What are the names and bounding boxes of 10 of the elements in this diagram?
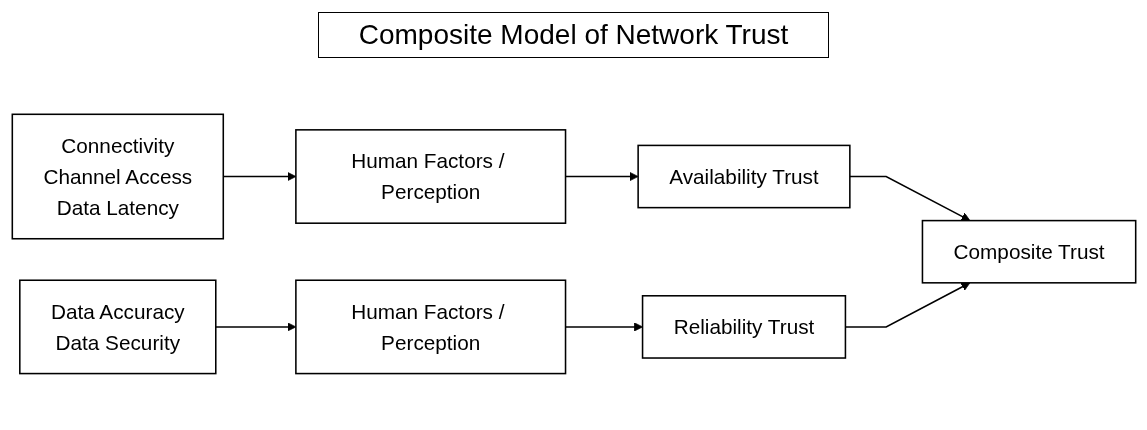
- node-box: Availability Trust: [636, 144, 851, 209]
- arrow: [844, 282, 970, 328]
- node-box: Reliability Trust: [641, 295, 846, 359]
- title: Composite Model of Network Trust: [317, 12, 830, 58]
- node-box: Human Factors / Perception: [294, 279, 566, 375]
- node-box: Connectivity Channel Access Data Latency: [11, 113, 224, 240]
- node-box: Composite Trust: [921, 219, 1136, 284]
- node-box: Human Factors / Perception: [294, 129, 566, 225]
- node-box: Data Accuracy Data Security: [18, 279, 217, 375]
- arrow: [222, 172, 296, 182]
